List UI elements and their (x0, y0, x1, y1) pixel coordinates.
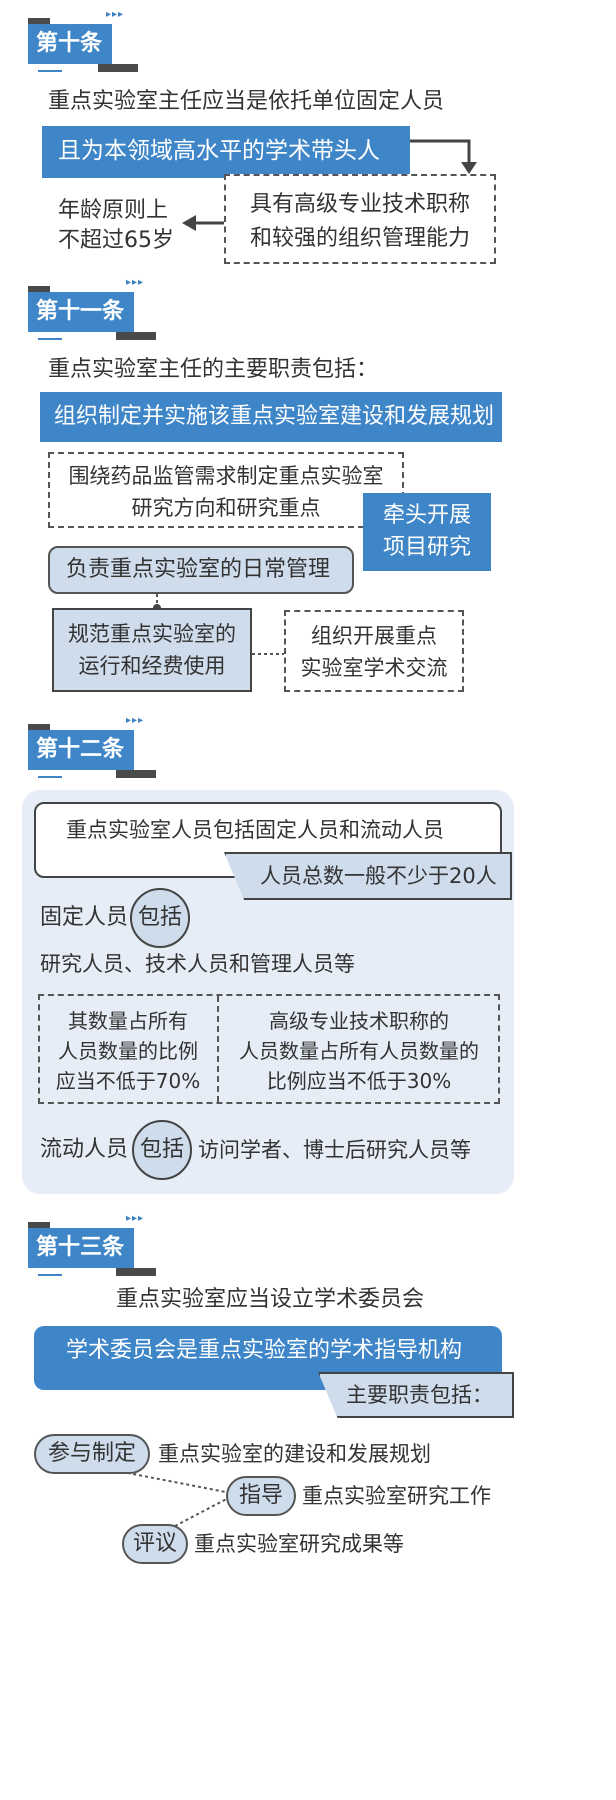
a11-regulate-line1: 规范重点实验室的 (68, 622, 236, 646)
a13-tag-review: 评议 (122, 1524, 188, 1564)
a10-qual-line2: 和较强的组织管理能力 (249, 226, 470, 251)
a13-item3-text: 重点实验室研究成果等 (194, 1532, 404, 1556)
a12-ratio-divider (217, 996, 219, 1102)
a11-exchange-box: 组织开展重点 实验室学术交流 (284, 610, 464, 692)
a10-age-text: 年龄原则上 不超过65岁 (58, 196, 174, 256)
article-11-title: 第十一条 (28, 292, 135, 332)
article-13-title: 第十三条 (28, 1228, 135, 1268)
a11-project-line1: 牵头开展 (382, 503, 471, 528)
a12-ratio2-text: 高级专业技术职称的 人员数量占所有人员数量的 比例应当不低于30% (220, 1006, 498, 1096)
a12-mobile-desc: 访问学者、博士后研究人员等 (198, 1138, 471, 1162)
a10-connector-arrow (410, 139, 477, 174)
article-13-header: ▸▸▸ 第十三条 (28, 1214, 158, 1282)
a12-ratio1-line2: 人员数量的比例 (58, 1039, 198, 1063)
a10-left-arrow (182, 215, 224, 231)
a11-exchange-line2: 实验室学术交流 (300, 656, 448, 680)
a12-ratio1-line1: 其数量占所有 (68, 1009, 188, 1033)
a12-total-tag: 人员总数一般不少于20人 (224, 852, 512, 900)
a11-project-box: 牵头开展 项目研究 (363, 493, 491, 571)
a12-include-circle-2: 包括 (132, 1120, 192, 1180)
a12-ratio1-line3: 应当不低于70% (55, 1069, 201, 1093)
a11-direction-box: 围绕药品监管需求制定重点实验室 研究方向和研究重点 (48, 452, 404, 528)
a12-fixed-desc: 研究人员、技术人员和管理人员等 (40, 952, 355, 976)
a13-item1-text: 重点实验室的建设和发展规划 (158, 1442, 431, 1466)
a13-duties-tag: 主要职责包括： (318, 1372, 514, 1418)
a12-include-circle-1: 包括 (130, 888, 190, 948)
a11-regulate-line2: 运行和经费使用 (78, 654, 226, 678)
article-10-title: 第十条 (28, 24, 113, 64)
a10-qualification-box: 具有高级专业技术职称 和较强的组织管理能力 (224, 174, 496, 264)
a13-item2-text: 重点实验室研究工作 (302, 1484, 491, 1508)
a10-age-line1: 年龄原则上 (58, 198, 169, 223)
a13-committee-bar: 学术委员会是重点实验室的学术指导机构 (34, 1326, 502, 1390)
a11-direction-line1: 围绕药品监管需求制定重点实验室 (68, 464, 384, 488)
article-10-header: ▸▸▸ 第十条 (28, 10, 158, 78)
article-11-header: ▸▸▸ 第十一条 (28, 278, 158, 346)
a11-project-line2: 项目研究 (382, 535, 471, 560)
a10-leader-bar: 且为本领域高水平的学术带头人 (42, 126, 410, 178)
a11-daily-box: 负责重点实验室的日常管理 (48, 546, 354, 594)
a11-direction-line2: 研究方向和研究重点 (131, 496, 321, 520)
a10-qual-line1: 具有高级专业技术职称 (249, 192, 470, 217)
a12-ratio-frame (38, 994, 500, 1104)
a12-ratio2-line1: 高级专业技术职称的 (269, 1009, 449, 1033)
a11-intro: 重点实验室主任的主要职责包括： (48, 357, 379, 382)
article-12-title: 第十二条 (28, 730, 135, 770)
a10-intro: 重点实验室主任应当是依托单位固定人员 (48, 89, 445, 114)
a12-mobile-label: 流动人员 (40, 1137, 129, 1162)
a13-tag-guide: 指导 (226, 1476, 296, 1516)
a12-ratio2-line3: 比例应当不低于30% (266, 1069, 452, 1093)
a11-regulate-box: 规范重点实验室的 运行和经费使用 (52, 608, 252, 692)
a12-ratio2-line2: 人员数量占所有人员数量的 (239, 1039, 479, 1063)
a11-exchange-line1: 组织开展重点 (311, 624, 437, 648)
a10-age-line2: 不超过65岁 (58, 228, 174, 253)
a13-tag-participate: 参与制定 (34, 1434, 150, 1474)
a12-fixed-label: 固定人员 (40, 905, 129, 930)
a13-intro: 重点实验室应当设立学术委员会 (115, 1287, 424, 1312)
a11-plan-bar: 组织制定并实施该重点实验室建设和发展规划 (40, 392, 502, 442)
article-12-header: ▸▸▸ 第十二条 (28, 716, 158, 784)
a12-ratio1-text: 其数量占所有 人员数量的比例 应当不低于70% (40, 1006, 216, 1096)
